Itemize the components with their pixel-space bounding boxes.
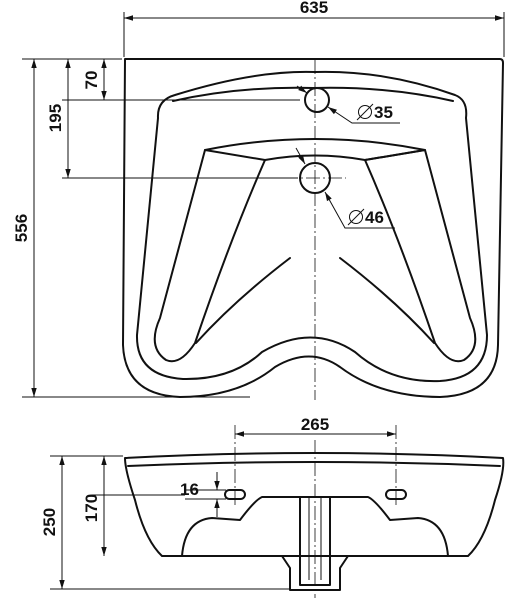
drain-leader-in xyxy=(295,147,306,165)
fixing-hole-size: 16 xyxy=(180,480,199,499)
tap-hole xyxy=(304,87,330,113)
tap-leader-out xyxy=(327,106,400,124)
tap-hole-diameter: 35 xyxy=(374,103,393,122)
fixing-hole-height: 170 xyxy=(82,494,101,522)
diameter-symbol-icon xyxy=(349,210,363,224)
inner-right-wing xyxy=(364,149,477,363)
drain-hole xyxy=(299,162,331,194)
tap-hole-diameter-label: 35 xyxy=(356,103,393,122)
tap-offset: 70 xyxy=(82,71,101,90)
drain-leader-out xyxy=(324,191,395,229)
front-rim-line xyxy=(127,461,501,467)
front-dip-right xyxy=(339,257,435,344)
inner-left-wing xyxy=(153,149,266,363)
fixing-hole-spacing: 265 xyxy=(301,415,329,434)
front-inner-bowl xyxy=(181,496,449,557)
overall-height: 250 xyxy=(40,508,59,536)
front-outer-profile xyxy=(124,452,505,591)
front-view: 265 16 170 250 xyxy=(40,415,505,598)
drain-diameter-label: 46 xyxy=(347,208,384,227)
diameter-symbol-icon xyxy=(358,105,372,119)
top-view: 35 46 635 556 195 70 xyxy=(12,0,505,400)
front-dip-left xyxy=(195,257,291,344)
tap-leader-in xyxy=(296,85,308,94)
drain-hole-diameter: 46 xyxy=(365,208,384,227)
drain-offset: 195 xyxy=(46,104,65,132)
overall-width: 635 xyxy=(300,0,328,17)
bowl-rim xyxy=(135,70,488,383)
overall-depth: 556 xyxy=(12,214,31,242)
